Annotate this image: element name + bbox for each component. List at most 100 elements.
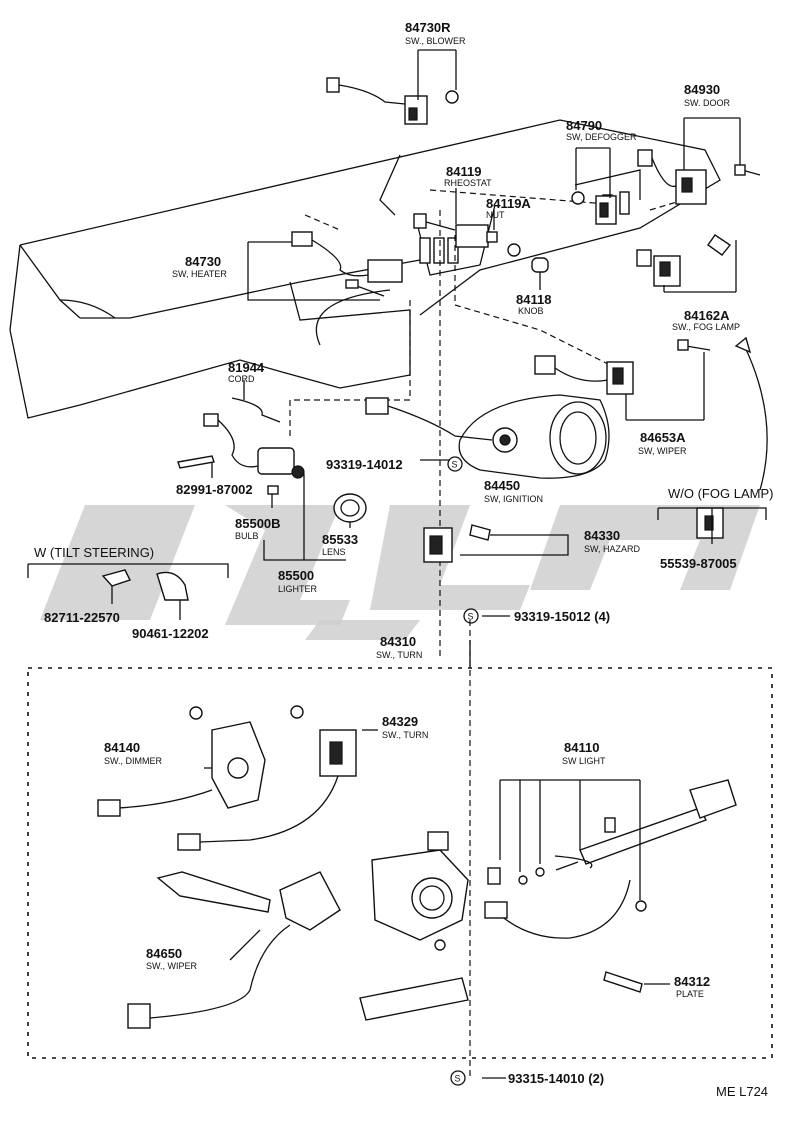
part-84730-heater-switch: [291, 231, 403, 297]
svg-text:S: S: [468, 612, 474, 622]
svg-text:LIGHTER: LIGHTER: [278, 584, 318, 594]
svg-text:KNOB: KNOB: [518, 306, 544, 316]
part-82991-pin: [177, 455, 215, 469]
part-84653a-wiper-switch: [534, 339, 711, 395]
svg-text:84330: 84330: [584, 528, 620, 543]
svg-text:84119A: 84119A: [486, 196, 531, 211]
screw-marker-3: S: [450, 1070, 466, 1086]
label-84110: 84110 SW LIGHT: [562, 740, 606, 766]
svg-text:84730R: 84730R: [405, 20, 451, 35]
part-55539-bracket: [696, 507, 724, 539]
svg-text:SW, WIPER: SW, WIPER: [638, 446, 687, 456]
part-84140-dimmer-switch: [97, 705, 304, 817]
svg-text:NUT: NUT: [486, 210, 505, 220]
svg-text:S: S: [455, 1074, 461, 1084]
label-84450: 84450 SW, IGNITION: [484, 478, 543, 504]
svg-text:BULB: BULB: [235, 531, 259, 541]
label-84730: 84730 SW, HEATER: [172, 254, 227, 279]
label-93319-15012: 93319-15012 (4): [514, 609, 610, 624]
svg-text:84110: 84110: [564, 740, 599, 755]
part-84162a-fog-lamp-switch: [636, 234, 732, 287]
svg-text:84650: 84650: [146, 946, 182, 961]
svg-text:84930: 84930: [684, 82, 720, 97]
svg-text:93319-15012 (4): 93319-15012 (4): [514, 609, 610, 624]
label-84162a: 84162A SW., FOG LAMP: [672, 308, 740, 332]
svg-text:RHEOSTAT: RHEOSTAT: [444, 178, 492, 188]
svg-text:SW., TURN: SW., TURN: [376, 650, 422, 660]
svg-text:85533: 85533: [322, 532, 358, 547]
label-90461-12202: 90461-12202: [132, 626, 209, 641]
svg-text:84312: 84312: [674, 974, 710, 989]
svg-text:SW., WIPER: SW., WIPER: [146, 961, 198, 971]
label-85500b: 85500B BULB: [235, 516, 281, 541]
label-84653a: 84653A SW, WIPER: [638, 430, 687, 456]
svg-text:85500B: 85500B: [235, 516, 281, 531]
svg-text:SW., DIMMER: SW., DIMMER: [104, 756, 162, 766]
label-84140: 84140 SW., DIMMER: [104, 740, 162, 766]
svg-text:SW LIGHT: SW LIGHT: [562, 756, 606, 766]
svg-text:SW, DEFOGGER: SW, DEFOGGER: [566, 132, 637, 142]
label-55539-87005: 55539-87005: [660, 556, 737, 571]
drawing-code: ME L724: [716, 1084, 768, 1099]
label-84930: 84930 SW. DOOR: [684, 82, 731, 108]
part-84312-plate: [359, 939, 643, 1021]
svg-text:84118: 84118: [516, 292, 551, 307]
part-84450-ignition-switch: [365, 397, 518, 453]
svg-text:84140: 84140: [104, 740, 140, 755]
label-84312: 84312 PLATE: [674, 974, 710, 999]
label-84310: 84310 SW., TURN: [376, 634, 422, 660]
label-84329: 84329 SW., TURN: [382, 714, 428, 740]
watermark-logo: [40, 505, 760, 640]
svg-text:SW., TURN: SW., TURN: [382, 730, 428, 740]
svg-text:84730: 84730: [185, 254, 221, 269]
svg-text:84119: 84119: [446, 164, 481, 179]
group-label-fog-lamp: W/O (FOG LAMP): [668, 486, 773, 501]
part-84110-light-switch: [484, 779, 737, 939]
turn-switch-group-outline: [27, 667, 773, 1059]
label-85533: 85533 LENS: [322, 532, 358, 557]
svg-text:93315-14010 (2): 93315-14010 (2): [508, 1071, 604, 1086]
label-93319-14012: 93319-14012: [326, 457, 403, 472]
label-84790: 84790 SW, DEFOGGER: [566, 118, 637, 142]
svg-text:84162A: 84162A: [684, 308, 730, 323]
part-turn-switch-body: [371, 831, 469, 941]
svg-text:84310: 84310: [380, 634, 416, 649]
group-label-tilt-steering: W (TILT STEERING): [34, 545, 154, 560]
svg-text:LENS: LENS: [322, 547, 346, 557]
label-84119: 84119 RHEOSTAT: [444, 164, 492, 188]
steering-column-cover: [458, 394, 610, 479]
label-85500: 85500 LIGHTER: [278, 568, 318, 594]
label-84118: 84118 KNOB: [516, 292, 551, 316]
label-81944: 81944 CORD: [228, 360, 265, 384]
svg-text:CORD: CORD: [228, 374, 255, 384]
svg-text:84653A: 84653A: [640, 430, 686, 445]
part-84650-wiper-switch: [127, 871, 341, 1029]
part-84930-door-switch: [637, 149, 761, 205]
label-84330: 84330 SW, HAZARD: [584, 528, 641, 554]
part-84330-hazard-switch: [423, 524, 491, 563]
label-82991-87002: 82991-87002: [176, 482, 253, 497]
part-tilt-brackets: [101, 569, 189, 601]
label-82711-22570: 82711-22570: [44, 610, 120, 625]
svg-text:84329: 84329: [382, 714, 418, 729]
svg-text:SW, HAZARD: SW, HAZARD: [584, 544, 641, 554]
svg-text:82711-22570: 82711-22570: [44, 610, 120, 625]
label-93315-14010: 93315-14010 (2): [508, 1071, 604, 1086]
svg-text:84790: 84790: [566, 118, 602, 133]
svg-text:55539-87005: 55539-87005: [660, 556, 737, 571]
screw-marker-1: S: [447, 456, 463, 472]
label-84119a: 84119A NUT: [486, 196, 531, 220]
routing-lines: [289, 189, 691, 1078]
part-84790-defogger-switch: [571, 191, 617, 225]
svg-text:SW, HEATER: SW, HEATER: [172, 269, 227, 279]
part-84730r-blower-switch: [326, 77, 459, 125]
svg-text:PLATE: PLATE: [676, 989, 704, 999]
svg-text:90461-12202: 90461-12202: [132, 626, 209, 641]
svg-text:S: S: [452, 460, 458, 470]
svg-text:81944: 81944: [228, 360, 265, 375]
svg-text:SW. DOOR: SW. DOOR: [684, 98, 731, 108]
screw-marker-2: S: [463, 608, 479, 624]
svg-text:84450: 84450: [484, 478, 520, 493]
part-84329-turn-switch: [177, 729, 357, 851]
